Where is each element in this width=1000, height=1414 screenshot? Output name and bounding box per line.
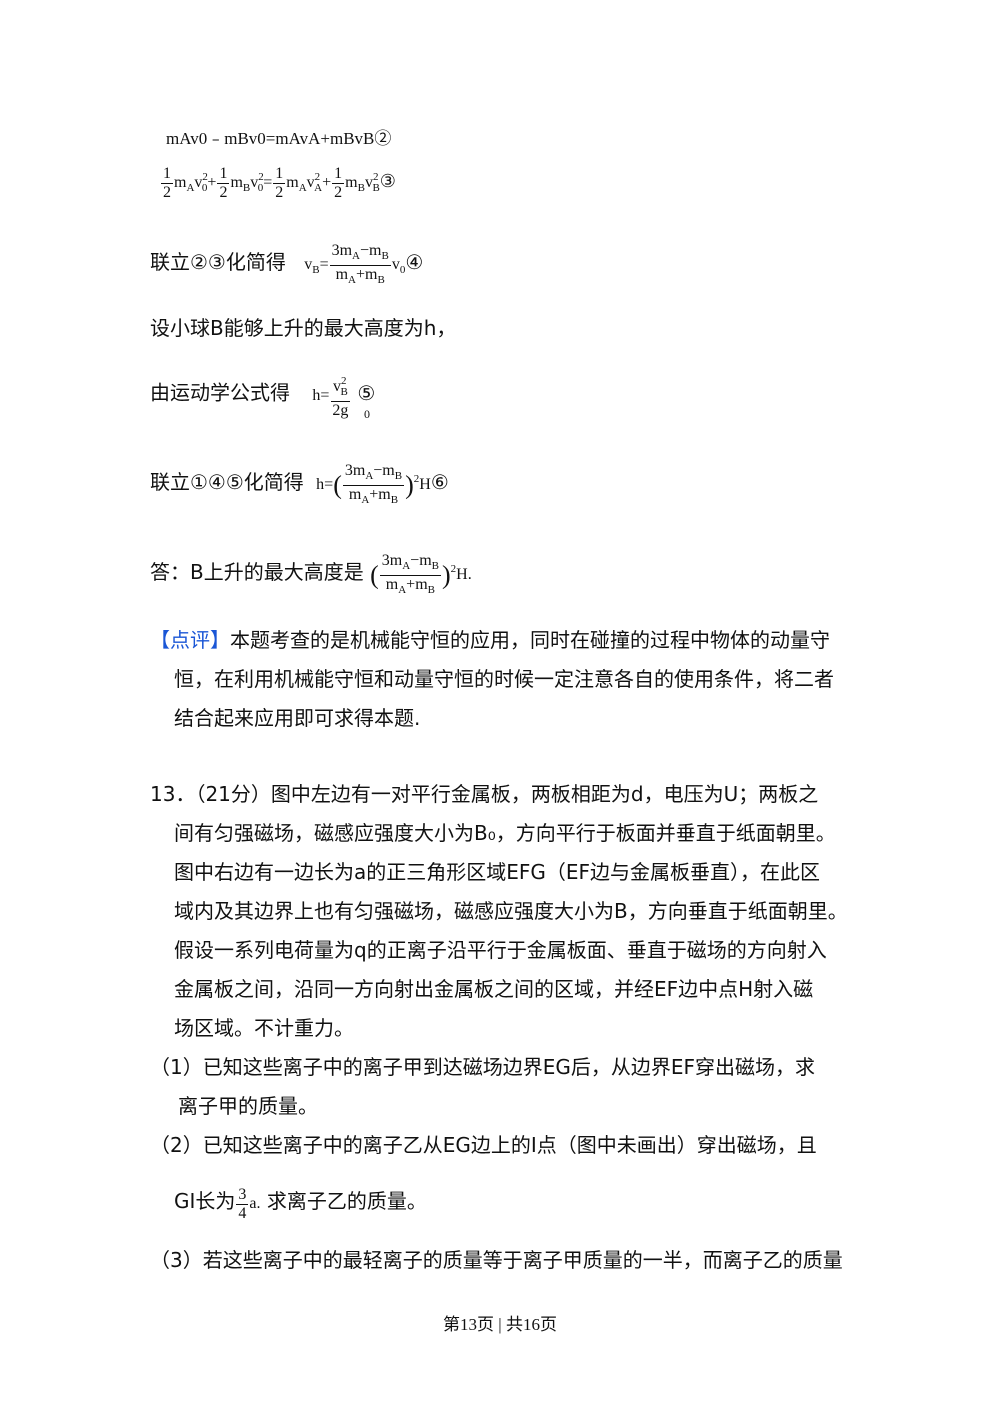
- answer-tail: H.: [456, 566, 472, 584]
- q13-part2-line-1: （2）已知这些离子中的离子乙从EG边上的I点（图中未画出）穿出磁场，且: [150, 1133, 817, 1157]
- combine-2-3-text: 联立②③化简得: [150, 250, 286, 275]
- comment-line-1: 【点评】本题考查的是机械能守恒的应用，同时在碰撞的过程中物体的动量守: [150, 626, 830, 654]
- equation-2-text: mAv0﹣mBv0=mAvA+mBvB②: [166, 129, 392, 148]
- comment-text-1: 本题考查的是机械能守恒的应用，同时在碰撞的过程中物体的动量守: [230, 628, 830, 652]
- page-footer: 第13页 | 共16页: [443, 1315, 557, 1334]
- q13-line-7: 场区域。不计重力。: [174, 1016, 354, 1040]
- q13-part1-line-1: （1）已知这些离子中的离子甲到达磁场边界EG后，从边界EF穿出磁场，求: [150, 1055, 815, 1079]
- equation-2: mAv0﹣mBv0=mAvA+mBvB②: [166, 125, 391, 153]
- equation-3-tag: ③: [379, 171, 396, 191]
- comment-line-3: 结合起来应用即可求得本题.: [174, 706, 421, 730]
- q13-line-5: 假设一系列电荷量为q的正离子沿平行于金属板面、垂直于磁场的方向射入: [174, 938, 827, 962]
- kinematics-text: 由运动学公式得: [150, 380, 290, 405]
- comment-line-2: 恒，在利用机械能守恒和动量守恒的时候一定注意各自的使用条件，将二者: [174, 667, 834, 691]
- q13-line-3: 图中右边有一边长为a的正三角形区域EFG（EF边与金属板垂直），在此区: [174, 860, 821, 884]
- set-ball-height: 设小球B能够上升的最大高度为h，: [150, 316, 457, 340]
- q13-part2-ask: 求离子乙的质量。: [266, 1189, 427, 1214]
- q13-part3-line-1: （3）若这些离子中的最轻离子的质量等于离子甲质量的一半，而离子乙的质量: [150, 1248, 843, 1272]
- q13-part1-line-2: 离子甲的质量。: [178, 1094, 318, 1118]
- subscript-zero: 0: [364, 407, 370, 421]
- equation-6-tag: ⑥: [430, 470, 449, 495]
- q13-line-2: 间有匀强磁场，磁感应强度大小为B₀，方向平行于板面并垂直于纸面朝里。: [174, 821, 836, 845]
- answer-text: 答：B上升的最大高度是: [150, 560, 364, 585]
- equation-5-tag: ⑤: [357, 380, 376, 405]
- comment-label: 【点评】: [150, 628, 230, 652]
- equation-4-tag: ④: [405, 250, 424, 275]
- q13-line-1: 13．（21分）图中左边有一对平行金属板，两板相距为d，电压为U；两板之: [150, 782, 819, 806]
- q13-line-4: 域内及其边界上也有匀强磁场，磁感应强度大小为B，方向垂直于纸面朝里。: [174, 899, 848, 923]
- q13-part2-gi-label: GI长为: [174, 1189, 236, 1214]
- q13-line-6: 金属板之间，沿同一方向射出金属板之间的区域，并经EF边中点H射入磁: [174, 977, 814, 1001]
- combine-1-4-5-text: 联立①④⑤化简得: [150, 470, 304, 495]
